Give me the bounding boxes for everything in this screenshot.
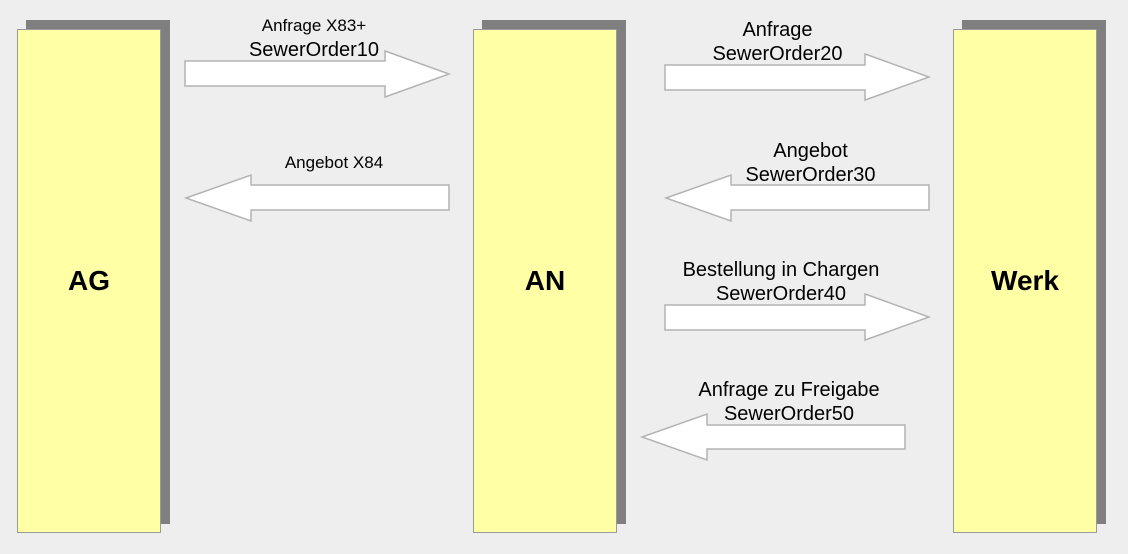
message-label-5: Bestellung in Chargen SewerOrder40 (656, 258, 906, 306)
actor-werk-label: Werk (991, 265, 1059, 296)
message-5-line-1: Bestellung in Chargen (682, 259, 880, 281)
message-label-6: Anfrage zu Freigabe SewerOrder50 (664, 378, 914, 426)
message-1-line-2: SewerOrder10 (248, 39, 380, 61)
actor-an-box: AN (473, 29, 617, 533)
message-label-3: Anfrage SewerOrder20 (665, 18, 890, 66)
message-5-line-2: SewerOrder40 (715, 283, 847, 305)
message-3-line-2: SewerOrder20 (712, 43, 843, 65)
arrow-left-msg-2 (183, 173, 450, 223)
message-4-line-2: SewerOrder30 (745, 164, 876, 186)
arrow-right-msg-3 (664, 52, 932, 102)
message-label-2: Angebot X84 (219, 151, 449, 175)
message-6-line-2: SewerOrder50 (723, 403, 855, 425)
message-1-line-1: Anfrage X83+ (261, 16, 367, 35)
message-2-line-1: Angebot X84 (284, 153, 384, 172)
actor-ag-label: AG (68, 265, 110, 296)
arrow-right-msg-1 (184, 49, 452, 99)
actor-an-label: AN (524, 265, 566, 296)
actor-ag-box: AG (17, 29, 161, 533)
message-3-line-1: Anfrage (742, 19, 813, 41)
message-label-4: Angebot SewerOrder30 (698, 139, 923, 187)
message-6-line-1: Anfrage zu Freigabe (698, 379, 880, 401)
message-label-1: Anfrage X83+ SewerOrder10 (199, 14, 429, 62)
arrow-left-msg-6 (639, 412, 906, 462)
arrow-left-msg-4 (663, 173, 930, 223)
message-4-line-1: Angebot (773, 140, 848, 162)
actor-werk-box: Werk (953, 29, 1097, 533)
arrow-right-msg-5 (664, 292, 932, 342)
